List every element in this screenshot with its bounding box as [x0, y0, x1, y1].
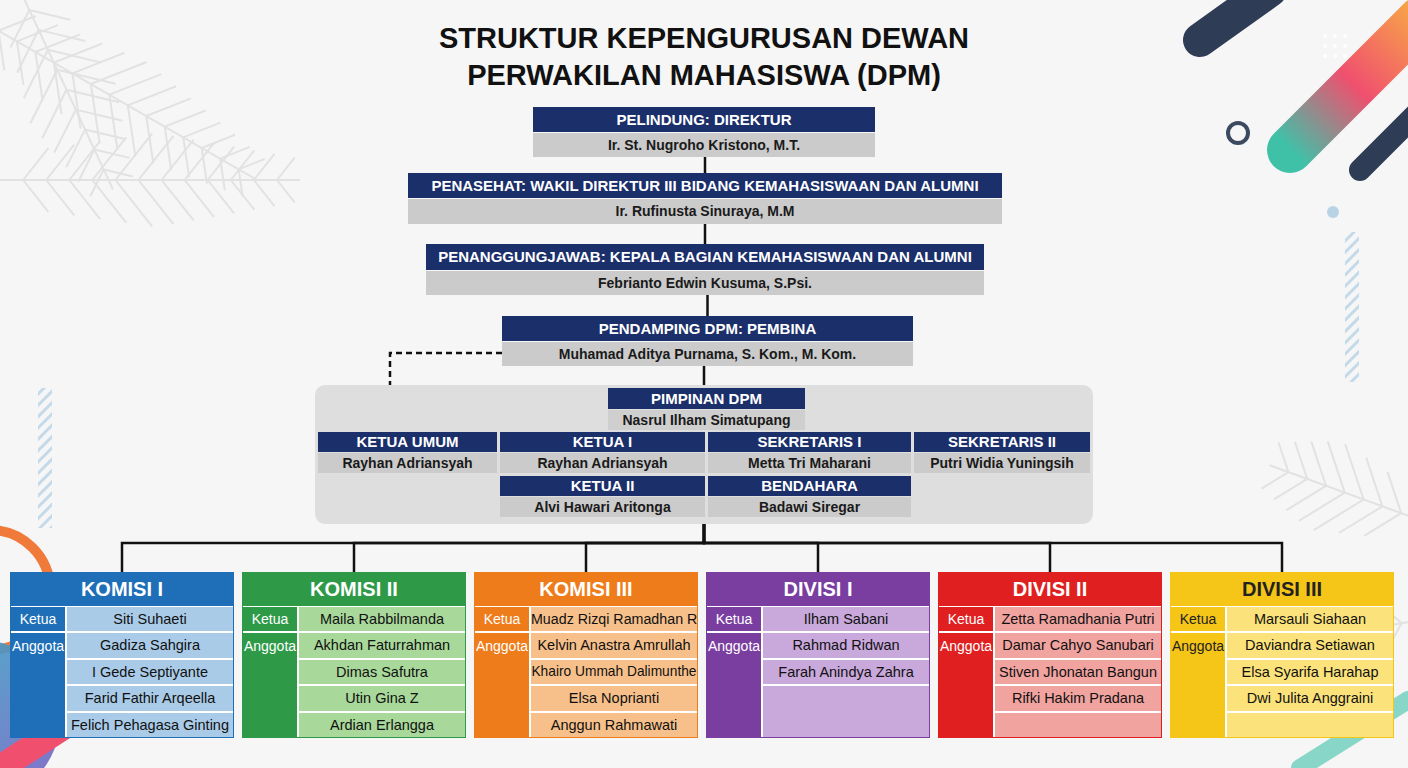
role-header: SEKRETARIS I — [708, 432, 911, 452]
position-header: PELINDUNG: DIREKTUR — [533, 107, 875, 132]
commission-box: DIVISI IIIKetuaAnggotaMarsauli SiahaanDa… — [1170, 572, 1394, 738]
member-cell: Marsauli Siahaan — [1227, 607, 1393, 631]
role-box: BENDAHARABadawi Siregar — [708, 476, 911, 517]
member-cell: Elsa Noprianti — [531, 686, 697, 710]
commission-header: DIVISI I — [707, 573, 929, 606]
commission-header: KOMISI II — [243, 573, 465, 606]
row-label: Anggota — [1171, 633, 1225, 737]
position-box: PENANGGUNGJAWAB: KEPALA BAGIAN KEMAHASIS… — [426, 244, 984, 295]
person-name: Nasrul Ilham Simatupang — [608, 410, 805, 430]
person-name: Putri Widia Yuningsih — [914, 453, 1090, 473]
row-label: Ketua — [1171, 607, 1225, 631]
position-box: PENDAMPING DPM: PEMBINAMuhamad Aditya Pu… — [502, 316, 913, 366]
person-name: Rayhan Adriansyah — [318, 453, 497, 473]
connector-line — [704, 157, 707, 173]
member-cell: Rifki Hakim Pradana — [995, 686, 1161, 710]
member-cell: Elsa Syarifa Harahap — [1227, 660, 1393, 684]
role-header: KETUA II — [500, 476, 705, 496]
person-name: Febrianto Edwin Kusuma, S.Psi. — [426, 271, 984, 295]
row-label: Ketua — [475, 607, 529, 631]
panel-header: PIMPINAN DPM — [608, 388, 805, 409]
person-name: Ir. St. Nugroho Kristono, M.T. — [533, 133, 875, 157]
role-header: KETUA I — [500, 432, 705, 452]
empty-cell — [1227, 713, 1393, 737]
member-cell: Anggun Rahmawati — [531, 713, 697, 737]
position-box: PENASEHAT: WAKIL DIREKTUR III BIDANG KEM… — [408, 173, 1002, 224]
connector-line — [354, 524, 704, 572]
person-name: Alvi Hawari Aritonga — [500, 497, 705, 517]
commission-box: KOMISI IKetuaAnggotaSiti SuhaetiGadiza S… — [10, 572, 234, 738]
row-label: Ketua — [939, 607, 993, 631]
member-cell: Akhdan Faturrahman — [299, 633, 465, 657]
member-cell: Daviandra Setiawan — [1227, 633, 1393, 657]
member-cell: Gadiza Sahgira — [67, 633, 233, 657]
member-cell: Maila Rabbilmanda — [299, 607, 465, 631]
member-cell: Siti Suhaeti — [67, 607, 233, 631]
person-name: Badawi Siregar — [708, 497, 911, 517]
person-name: Rayhan Adriansyah — [500, 453, 705, 473]
connector-line — [706, 295, 709, 316]
person-name: Ir. Rufinusta Sinuraya, M.M — [408, 199, 1002, 224]
row-label: Anggota — [11, 633, 65, 737]
member-cell: I Gede Septiyante — [67, 660, 233, 684]
member-cell: Muadz Rizqi Ramadhan R — [531, 607, 697, 631]
connector-line — [704, 524, 1050, 572]
role-box: KETUA IRayhan Adriansyah — [500, 432, 705, 473]
member-cell: Kelvin Anastra Amrullah — [531, 633, 697, 657]
member-cell: Stiven Jhonatan Bangun — [995, 660, 1161, 684]
leadership-panel: PIMPINAN DPMNasrul Ilham SimatupangKETUA… — [315, 385, 1093, 524]
member-cell: Dimas Safutra — [299, 660, 465, 684]
connector-line — [122, 524, 704, 572]
member-cell: Farah Anindya Zahra — [763, 660, 929, 684]
connector-line — [704, 224, 707, 244]
position-header: PENDAMPING DPM: PEMBINA — [502, 316, 913, 341]
member-cell: Damar Cahyo Sanubari — [995, 633, 1161, 657]
row-label: Anggota — [939, 633, 993, 737]
member-cell: Utin Gina Z — [299, 686, 465, 710]
member-cell: Zetta Ramadhania Putri — [995, 607, 1161, 631]
person-name: Muhamad Aditya Purnama, S. Kom., M. Kom. — [502, 342, 913, 366]
role-box: SEKRETARIS IIPutri Widia Yuningsih — [914, 432, 1090, 473]
role-box: KETUA IIAlvi Hawari Aritonga — [500, 476, 705, 517]
role-box: SEKRETARIS IMetta Tri Maharani — [708, 432, 911, 473]
commission-box: KOMISI IIKetuaAnggotaMaila RabbilmandaAk… — [242, 572, 466, 738]
role-header: BENDAHARA — [708, 476, 911, 496]
dashed-connector — [390, 353, 502, 385]
commission-box: DIVISI IKetuaAnggotaIlham SabaniRahmad R… — [706, 572, 930, 738]
connector-line — [703, 366, 706, 385]
member-cell: Farid Fathir Arqeella — [67, 686, 233, 710]
row-label: Anggota — [243, 633, 297, 737]
member-cell: Ilham Sabani — [763, 607, 929, 631]
position-header: PENANGGUNGJAWAB: KEPALA BAGIAN KEMAHASIS… — [426, 244, 984, 270]
commission-header: DIVISI II — [939, 573, 1161, 606]
position-header: PENASEHAT: WAKIL DIREKTUR III BIDANG KEM… — [408, 173, 1002, 198]
connector-line — [704, 524, 1282, 572]
row-label: Anggota — [707, 633, 761, 737]
row-label: Ketua — [11, 607, 65, 631]
commission-box: KOMISI IIIKetuaAnggotaMuadz Rizqi Ramadh… — [474, 572, 698, 738]
member-cell: Ardian Erlangga — [299, 713, 465, 737]
row-label: Anggota — [475, 633, 529, 737]
role-box: KETUA UMUMRayhan Adriansyah — [318, 432, 497, 473]
commission-header: KOMISI III — [475, 573, 697, 606]
row-label: Ketua — [243, 607, 297, 631]
diagram-title: STRUKTUR KEPENGURUSAN DEWAN PERWAKILAN M… — [329, 20, 1079, 94]
connector-line — [586, 524, 704, 572]
connector-line — [704, 524, 818, 572]
member-cell: Rahmad Ridwan — [763, 633, 929, 657]
role-header: KETUA UMUM — [318, 432, 497, 452]
role-header: SEKRETARIS II — [914, 432, 1090, 452]
person-name: Metta Tri Maharani — [708, 453, 911, 473]
commission-box: DIVISI IIKetuaAnggotaZetta Ramadhania Pu… — [938, 572, 1162, 738]
commission-header: KOMISI I — [11, 573, 233, 606]
empty-cell — [995, 713, 1161, 737]
row-label: Ketua — [707, 607, 761, 631]
member-cell: Dwi Julita Anggraini — [1227, 686, 1393, 710]
empty-cell — [763, 686, 929, 737]
commission-header: DIVISI III — [1171, 573, 1393, 606]
position-box: PELINDUNG: DIREKTURIr. St. Nugroho Krist… — [533, 107, 875, 157]
member-cell: Felich Pehagasa Ginting — [67, 713, 233, 737]
member-cell: Khairo Ummah Dalimunthe — [531, 660, 697, 684]
